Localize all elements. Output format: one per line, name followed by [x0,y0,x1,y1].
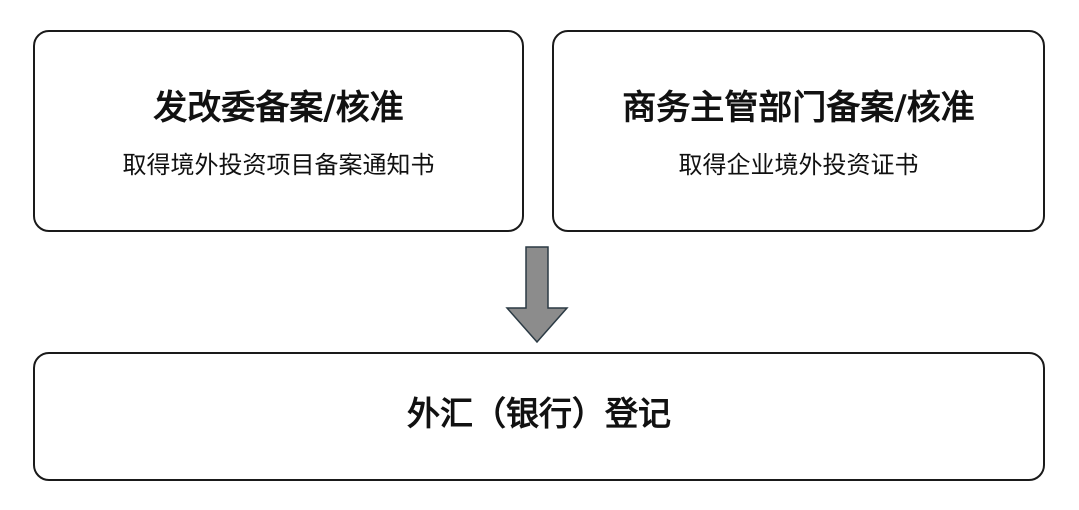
forex-registration-box: 外汇（银行）登记 [33,352,1045,481]
ndrc-filing-title: 发改委备案/核准 [153,88,404,128]
commerce-filing-box: 商务主管部门备案/核准 取得企业境外投资证书 [552,30,1045,232]
down-arrow-shape [505,246,569,344]
forex-registration-title: 外汇（银行）登记 [407,394,671,433]
ndrc-filing-subtitle: 取得境外投资项目备案通知书 [122,151,435,179]
ndrc-filing-box: 发改委备案/核准 取得境外投资项目备案通知书 [33,30,524,232]
down-arrow-icon [505,246,569,344]
commerce-filing-subtitle: 取得企业境外投资证书 [678,151,919,179]
commerce-filing-title: 商务主管部门备案/核准 [622,88,975,128]
